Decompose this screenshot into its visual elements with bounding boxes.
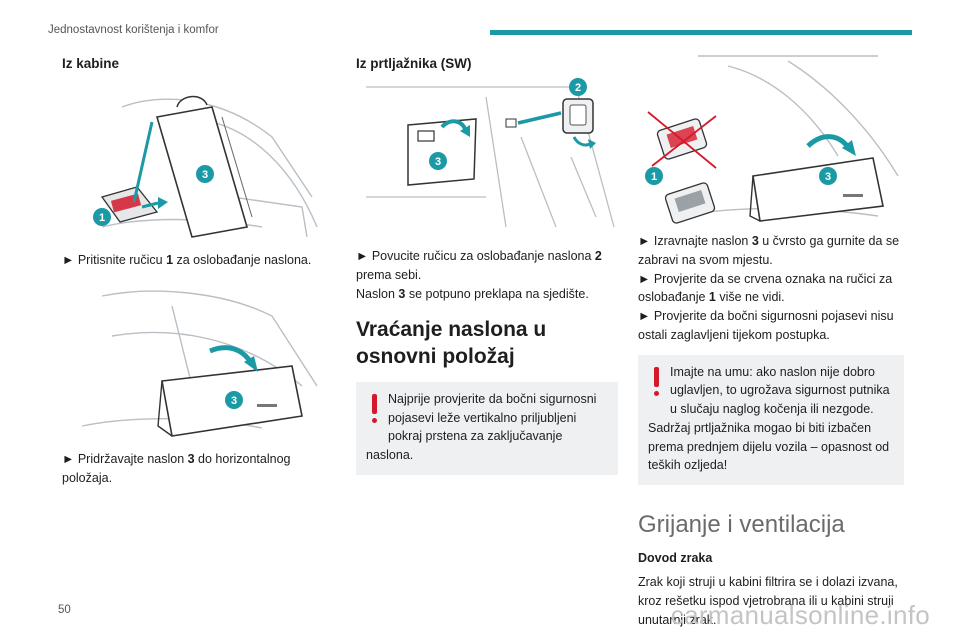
warning-text: Najprije provjerite da bočni sigurnosni …: [366, 391, 597, 462]
figure-seat-fold-down: 3: [62, 276, 324, 444]
header-accent-bar: [490, 30, 912, 35]
heading-from-cabin: Iz kabine: [62, 56, 120, 71]
step-check-red-mark: ► Provjerite da se crvena oznaka na ruči…: [638, 271, 893, 305]
svg-text:3: 3: [202, 169, 208, 181]
heading-restore-backrest: Vraćanje naslona u osnovni položaj: [356, 318, 547, 368]
svg-text:2: 2: [575, 82, 581, 94]
callout-2: 2: [569, 78, 587, 96]
step-hold-backrest: ► Pridržavajte naslon 3 do horizontalnog…: [62, 451, 291, 485]
note-backrest-folds: Naslon 3 se potpuno preklapa na sjedište…: [356, 286, 589, 301]
step-check-seatbelts: ► Provjerite da bočni sigurnosni pojasev…: [638, 309, 894, 342]
figure-boot-release: 2 3: [356, 77, 618, 229]
svg-text:1: 1: [651, 171, 657, 183]
svg-text:3: 3: [435, 156, 441, 168]
callout-3: 3: [429, 152, 447, 170]
heading-air-intake: Dovod zraka: [638, 551, 713, 565]
step-align-backrest: ► Izravnajte naslon 3 u čvrsto ga gurnit…: [638, 234, 900, 267]
step-pull-lever: ► Povucite ručicu za oslobađanje naslona…: [356, 249, 602, 282]
warning-exclamation-icon: [648, 363, 670, 403]
lock-illustration: 1 3: [645, 55, 899, 224]
column-2: Iz prtljažnika (SW) 2: [356, 56, 618, 475]
header-title: Jednostavnost korištenja i komfor: [48, 24, 219, 36]
warning-exclamation-icon: [366, 390, 388, 430]
callout-1: 1: [93, 208, 111, 226]
step-press-lever: ► Pritisnite ručicu 1 za oslobađanje nas…: [62, 253, 312, 267]
svg-text:1: 1: [99, 212, 105, 224]
seat-illustration-2: 3: [81, 290, 318, 437]
seat-illustration-1: 1 3: [93, 95, 318, 238]
svg-text:3: 3: [825, 171, 831, 183]
column-3: 1 3 ► Izravnajte naslon 3 u čvrsto ga gu…: [638, 40, 904, 629]
warning-box-seatbelts: Najprije provjerite da bočni sigurnosni …: [356, 381, 618, 475]
callout-3: 3: [225, 390, 243, 409]
warning-text: Imajte na umu: ako naslon nije dobro ugl…: [648, 364, 890, 473]
heading-heating-ventilation: Grijanje i ventilacija: [638, 511, 845, 538]
svg-text:3: 3: [231, 395, 237, 407]
callout-3: 3: [196, 165, 214, 183]
figure-seat-release-lever: 1 3: [62, 77, 324, 245]
warning-box-latching: Imajte na umu: ako naslon nije dobro ugl…: [638, 354, 904, 485]
boot-illustration: 2 3: [366, 78, 615, 228]
figure-backrest-lock: 1 3: [638, 46, 904, 226]
callout-3: 3: [819, 167, 837, 185]
heading-from-boot: Iz prtljažnika (SW): [356, 56, 472, 71]
paragraph-air-intake: Zrak koji struji u kabini filtrira se i …: [638, 575, 898, 627]
callout-1: 1: [645, 167, 663, 185]
watermark: carmanualsonline.info: [670, 600, 930, 630]
column-1: Iz kabine 1 3: [62, 56, 324, 487]
page-number: 50: [58, 604, 71, 616]
